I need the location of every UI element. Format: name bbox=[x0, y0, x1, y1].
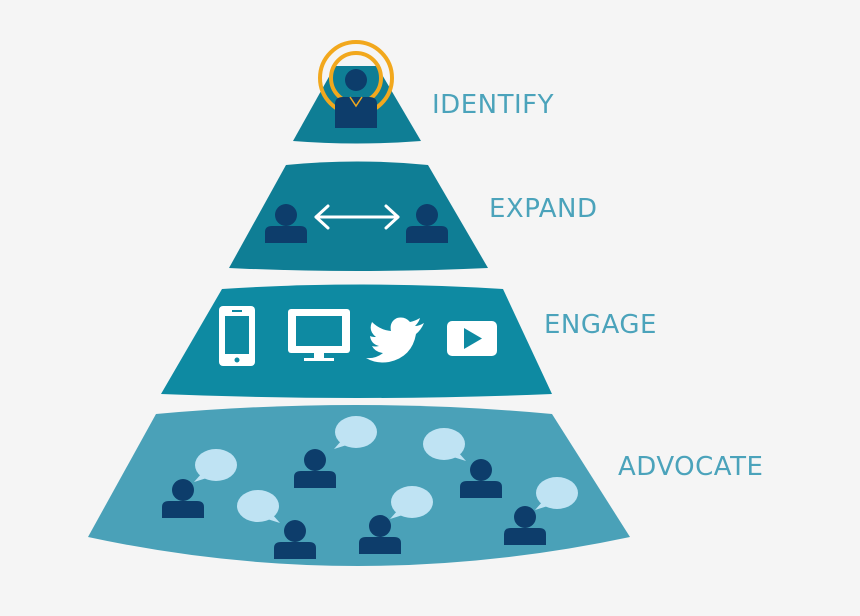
person-icon bbox=[335, 69, 377, 128]
tier-label-engage: ENGAGE bbox=[544, 310, 657, 340]
twitter-bird-icon bbox=[366, 317, 424, 363]
monitor-icon bbox=[288, 309, 350, 361]
video-play-icon bbox=[447, 321, 497, 356]
tier-engage bbox=[161, 284, 552, 398]
smartphone-icon bbox=[219, 306, 255, 366]
tier-label-advocate: ADVOCATE bbox=[618, 452, 764, 482]
tier-label-expand: EXPAND bbox=[489, 194, 598, 224]
double-arrow-icon bbox=[314, 204, 400, 230]
tier-advocate bbox=[88, 405, 630, 566]
tier-label-identify: IDENTIFY bbox=[432, 90, 554, 120]
